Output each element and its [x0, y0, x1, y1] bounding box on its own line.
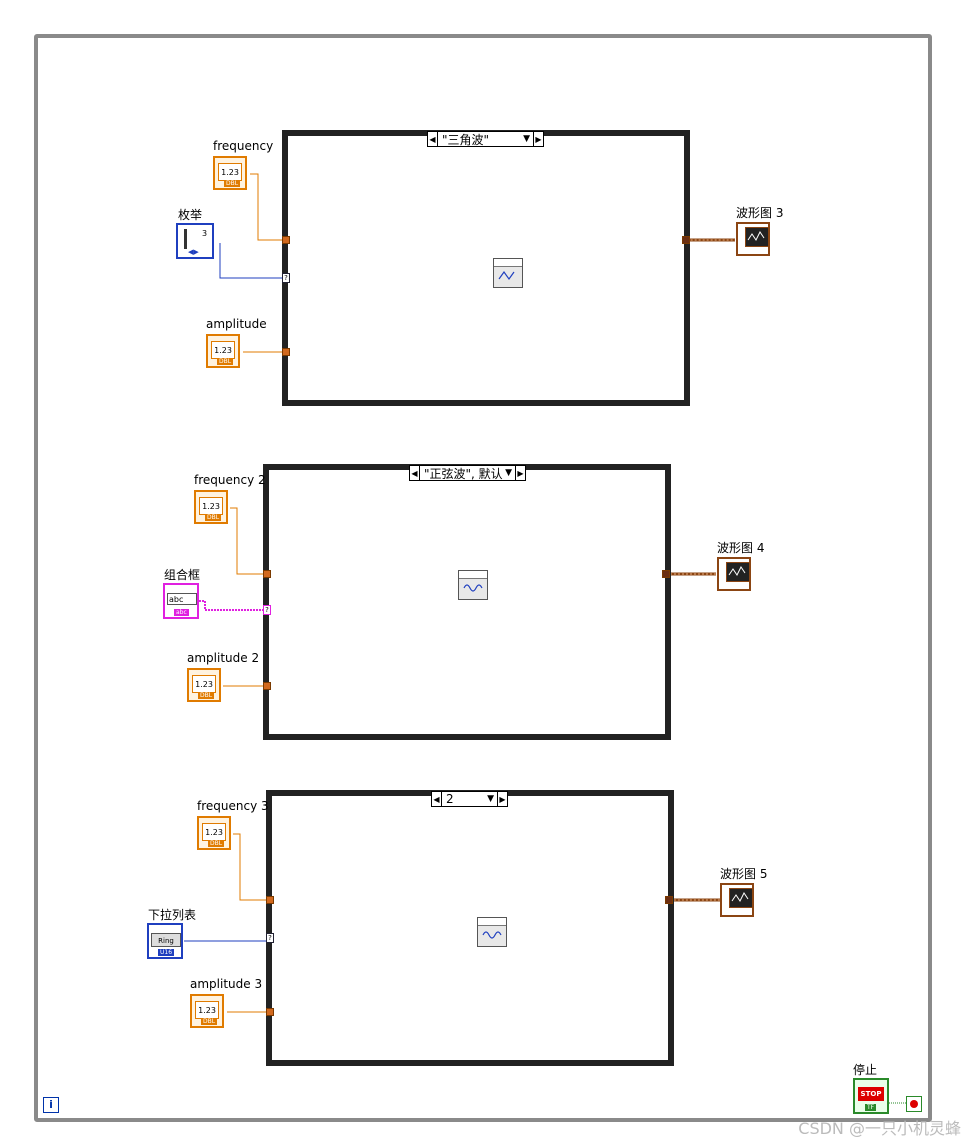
- case-selector-label: "正弦波", 默认: [424, 466, 503, 481]
- tunnel-waveform-2[interactable]: [662, 570, 670, 578]
- while-loop-border[interactable]: [34, 34, 932, 1122]
- info-icon: i: [43, 1097, 59, 1113]
- chevron-down-icon[interactable]: ▼: [487, 794, 494, 804]
- wire-combo-2: [199, 600, 266, 611]
- waveform-graph-5-label: 波形图 5: [720, 867, 768, 881]
- increment-arrow-icon[interactable]: ▶: [497, 792, 507, 806]
- stop-circle-icon[interactable]: [906, 1096, 922, 1112]
- case-selector-3[interactable]: ◀ 2 ▼ ▶: [431, 791, 508, 807]
- waveform-graph-3-indicator[interactable]: [736, 222, 770, 256]
- stop-button-control[interactable]: STOP TF: [853, 1078, 889, 1114]
- combo-box-control[interactable]: abc abc: [163, 583, 199, 619]
- enum-control[interactable]: 3 ◀▶: [176, 223, 214, 259]
- wire-enum-1: [219, 243, 285, 279]
- tunnel-frequency-1[interactable]: [282, 236, 290, 244]
- ring-label: 下拉列表: [148, 908, 197, 922]
- amplitude-3-control[interactable]: 1.23 DBL: [190, 994, 224, 1028]
- tunnel-frequency-3[interactable]: [266, 896, 274, 904]
- enum-label: 枚举: [178, 208, 203, 222]
- case-structure-1[interactable]: [282, 130, 690, 406]
- ring-control[interactable]: Ring U16: [147, 923, 183, 959]
- frequency-2-label: frequency 2: [194, 473, 266, 487]
- case-selector-terminal-1[interactable]: ?: [282, 273, 290, 283]
- amplitude-2-control[interactable]: 1.23 DBL: [187, 668, 221, 702]
- amplitude-2-label: amplitude 2: [187, 651, 260, 665]
- waveform-graph-5-indicator[interactable]: [720, 883, 754, 917]
- case-selector-label: "三角波": [442, 132, 490, 147]
- amplitude-control[interactable]: 1.23 DBL: [206, 334, 240, 368]
- decrement-arrow-icon[interactable]: ◀: [410, 466, 420, 480]
- case-selector-terminal-2[interactable]: ?: [263, 605, 271, 615]
- increment-arrow-icon[interactable]: ▶: [533, 132, 543, 146]
- case-structure-3[interactable]: [266, 790, 674, 1066]
- case-structure-2[interactable]: [263, 464, 671, 740]
- waveform-graph-3-label: 波形图 3: [736, 206, 784, 220]
- amplitude-3-label: amplitude 3: [190, 977, 263, 991]
- triangle-waveform-vi[interactable]: [493, 258, 523, 288]
- decrement-arrow-icon[interactable]: ◀: [428, 132, 438, 146]
- case-selector-2[interactable]: ◀ "正弦波", 默认 ▼ ▶: [409, 465, 526, 481]
- case-selector-label: 2: [446, 792, 454, 806]
- tunnel-amplitude-3[interactable]: [266, 1008, 274, 1016]
- frequency-2-control[interactable]: 1.23 DBL: [194, 490, 228, 524]
- waveform-graph-4-indicator[interactable]: [717, 557, 751, 591]
- case-selector-1[interactable]: ◀ "三角波" ▼ ▶: [427, 131, 544, 147]
- frequency-3-label: frequency 3: [197, 799, 269, 813]
- decrement-arrow-icon[interactable]: ◀: [432, 792, 442, 806]
- tunnel-waveform-3[interactable]: [665, 896, 673, 904]
- tunnel-waveform-1[interactable]: [682, 236, 690, 244]
- watermark: CSDN @一只小机灵蜂: [798, 1119, 961, 1138]
- sine-waveform-vi[interactable]: [458, 570, 488, 600]
- stop-label: 停止: [853, 1063, 878, 1077]
- chevron-down-icon[interactable]: ▼: [523, 134, 530, 144]
- case-selector-terminal-3[interactable]: ?: [266, 933, 274, 943]
- frequency-control[interactable]: 1.23 DBL: [213, 156, 247, 190]
- tunnel-frequency-2[interactable]: [263, 570, 271, 578]
- amplitude-label: amplitude: [206, 317, 267, 331]
- chevron-down-icon[interactable]: ▼: [505, 468, 512, 478]
- combo-box-label: 组合框: [164, 568, 201, 582]
- increment-arrow-icon[interactable]: ▶: [515, 466, 525, 480]
- tunnel-amplitude-2[interactable]: [263, 682, 271, 690]
- frequency-label: frequency: [213, 139, 274, 153]
- waveform-graph-4-label: 波形图 4: [717, 541, 765, 555]
- tunnel-amplitude-1[interactable]: [282, 348, 290, 356]
- waveform-vi-3[interactable]: [477, 917, 507, 947]
- frequency-3-control[interactable]: 1.23 DBL: [197, 816, 231, 850]
